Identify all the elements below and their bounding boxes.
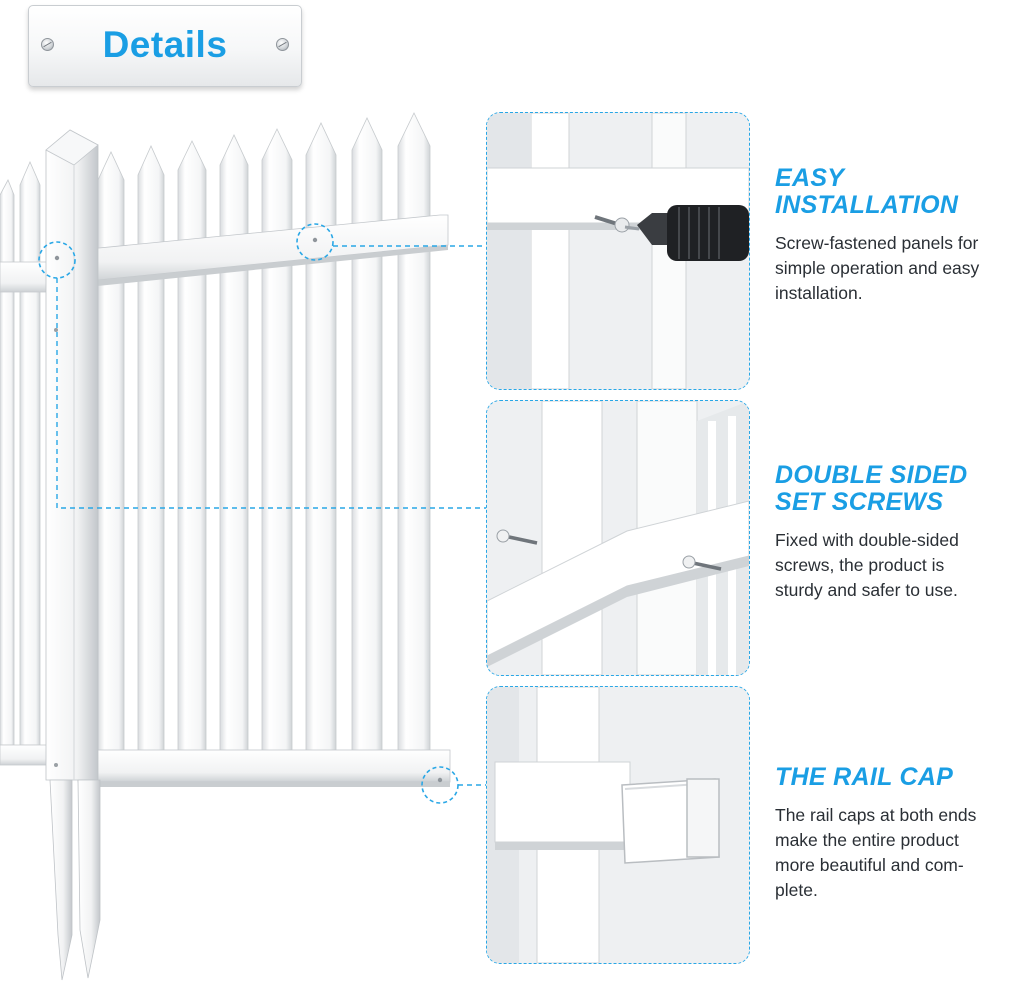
detail-box-rail-cap — [486, 686, 750, 964]
page-title: Details — [102, 24, 228, 65]
drill-icon — [624, 205, 749, 261]
callout-lines — [56, 245, 486, 786]
left-panel-pickets — [0, 160, 41, 746]
fence-post — [45, 129, 101, 981]
screw-icon — [682, 555, 722, 571]
screw-icon — [276, 38, 289, 51]
main-panel-pickets — [97, 112, 431, 781]
detail-box-easy-installation — [486, 112, 750, 390]
screw-icon — [594, 215, 630, 233]
feature-title: THE RAIL CAP — [775, 763, 954, 791]
screw-icon — [496, 529, 538, 545]
details-plaque: Details — [28, 5, 302, 87]
detail-box-double-sided-screws — [486, 400, 750, 676]
rail-cap-icon — [621, 778, 720, 864]
screw-icon — [41, 38, 54, 51]
